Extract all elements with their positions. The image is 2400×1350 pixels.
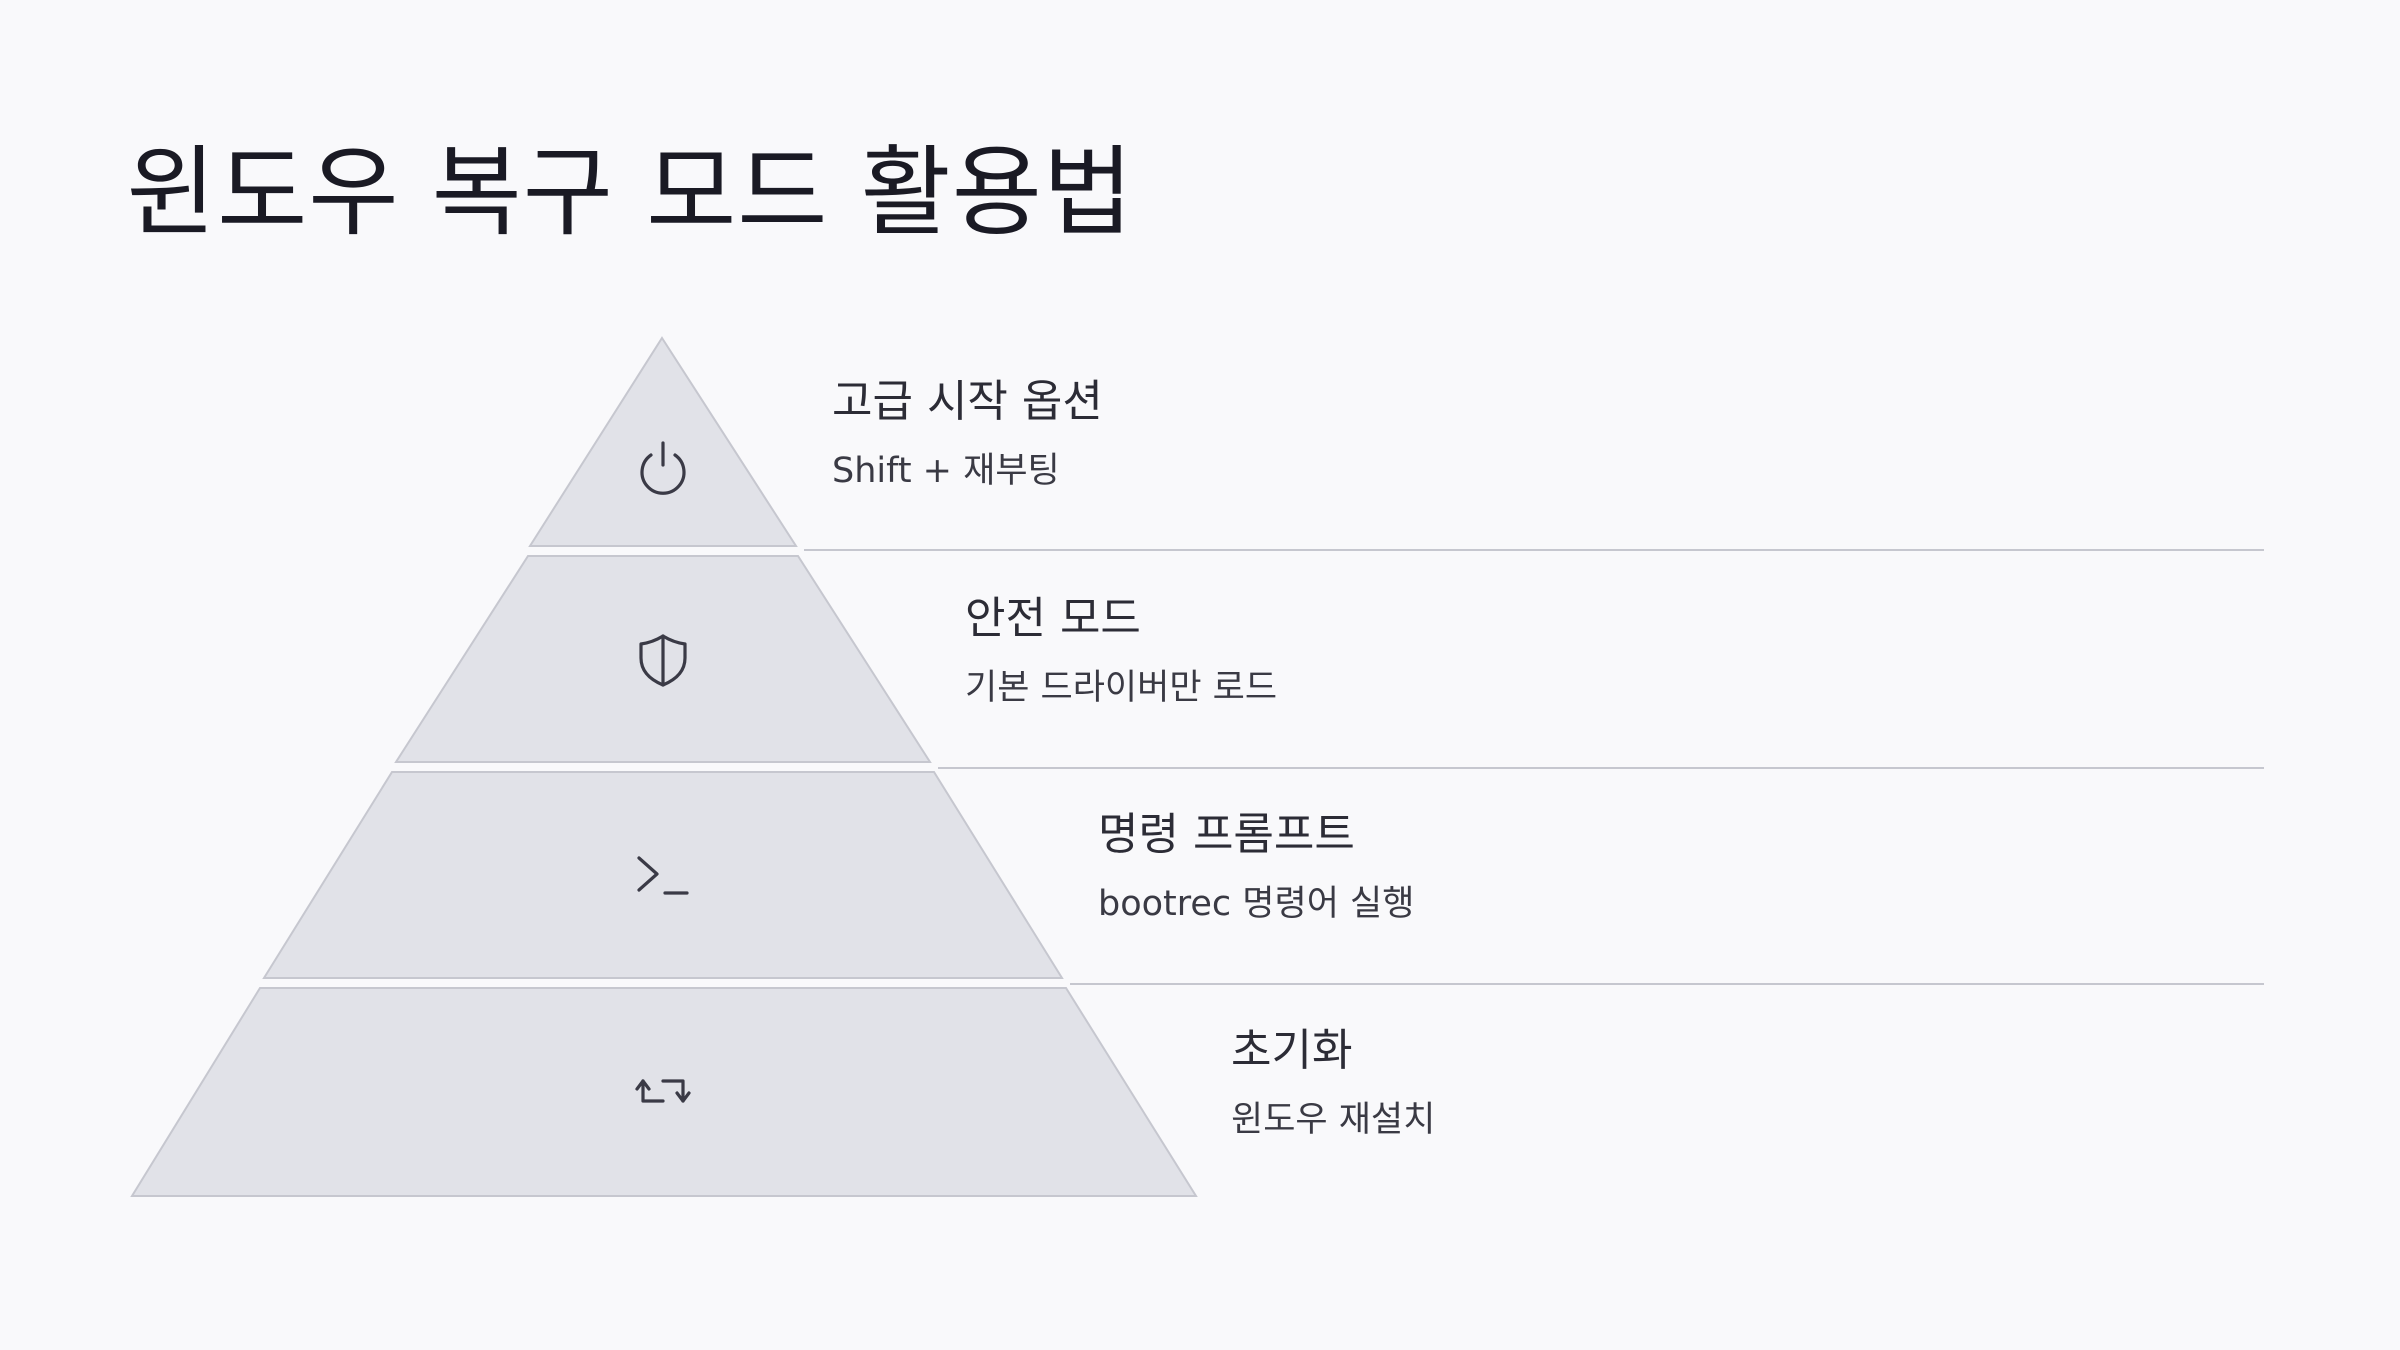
level-2-title: 안전 모드	[965, 593, 1141, 644]
level-4-text: 초기화 윈도우 재설치	[1231, 1029, 1435, 1138]
level-3-description: bootrec 명령어 실행	[1098, 884, 1415, 924]
level-1-title: 고급 시작 옵션	[832, 376, 1103, 427]
page-title: 윈도우 복구 모드 활용법	[126, 136, 1135, 250]
level-1-text: 고급 시작 옵션 Shift + 재부팅	[832, 380, 1103, 489]
level-3-title: 명령 프롬프트	[1098, 809, 1355, 860]
reset-arrows-icon	[635, 1079, 691, 1103]
level-2-description: 기본 드라이버만 로드	[965, 668, 1278, 708]
level-4-description: 윈도우 재설치	[1231, 1100, 1436, 1140]
level-3-text: 명령 프롬프트 bootrec 명령어 실행	[1098, 813, 1414, 922]
level-1-description: Shift + 재부팅	[832, 451, 1060, 491]
terminal-icon	[637, 856, 689, 895]
shield-icon	[639, 634, 687, 687]
power-icon	[640, 441, 686, 495]
level-4-title: 초기화	[1231, 1025, 1353, 1076]
pyramid-level-3	[262, 771, 1064, 979]
pyramid-level-4	[130, 987, 1198, 1197]
level-2-text: 안전 모드 기본 드라이버만 로드	[965, 597, 1277, 706]
